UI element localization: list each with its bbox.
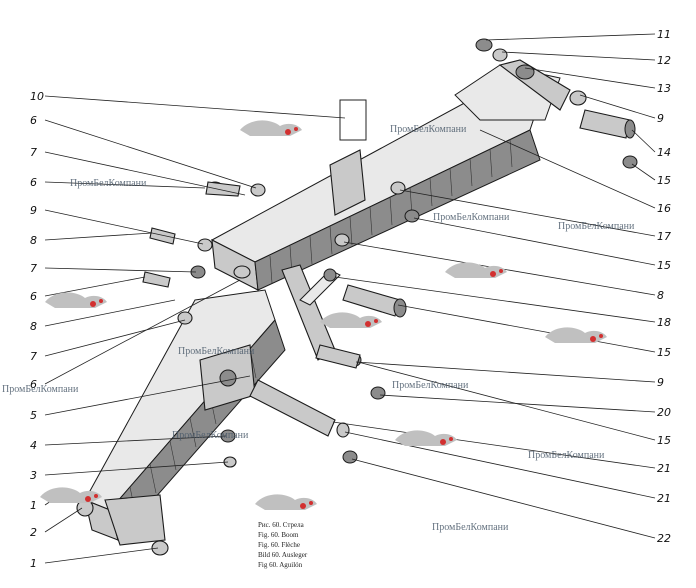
lower-boom-section [84,289,286,546]
callout-label: 7 [30,262,37,275]
callout-label: 4 [30,439,37,452]
callout-label: 16 [657,202,671,215]
callout-label: 12 [657,54,671,67]
callout-label: 9 [657,112,664,125]
caption-line: Fig. 60. Flèche [258,541,300,549]
callout-label: 13 [657,82,671,95]
callout-label: 6 [30,114,37,127]
watermark-logo [445,262,507,278]
leader-lines [44,33,656,564]
watermark-logo [320,312,382,328]
watermark-logo [40,487,102,503]
callout-label: 1 [30,499,37,512]
watermark-texts: ПромБелКомпани ПромБелКомпани ПромБелКом… [2,124,635,533]
callout-label: 15 [657,259,671,272]
watermark-logo [240,120,302,136]
callout-label: 5 [30,409,37,422]
callout-label: 9 [30,204,37,217]
callout-label: 17 [657,230,671,243]
caption-line: Bild 60. Ausleger [258,551,308,559]
watermark-logo [545,327,607,343]
upper-boom-beam [210,59,571,291]
callout-label: 6 [30,290,37,303]
callout-label: 8 [30,234,37,247]
watermark-text: ПромБелКомпани [70,178,147,189]
callout-label: 8 [30,320,37,333]
callout-label: 21 [657,462,671,475]
watermark-text: ПромБелКомпани [558,221,635,232]
callout-label: 22 [657,532,671,545]
watermark-text: ПромБелКомпани [172,430,249,441]
callout-label: 21 [657,492,671,505]
figure-caption: Рис. 60. Стрела Fig. 60. Boom Fig. 60. F… [258,521,308,569]
callout-label: 6 [30,378,37,391]
callout-label: 15 [657,346,671,359]
watermark-text: ПромБелКомпани [433,212,510,223]
caption-line: Fig 60. Aguilón [258,561,303,569]
callout-label: 18 [657,316,671,329]
callouts-left: 10 6 7 6 9 8 7 6 8 7 6 5 4 3 1 2 1 [30,90,44,570]
callout-label: 11 [657,28,671,41]
watermark-logo [395,430,457,446]
callout-label: 9 [657,376,664,389]
watermark-text: ПромБелКомпани [178,346,255,357]
callout-label: 14 [657,146,671,159]
watermark-logo [45,292,107,308]
callout-label: 7 [30,350,37,363]
watermark-text: ПромБелКомпани [432,522,509,533]
callout-label: 7 [30,146,37,159]
watermark-logo [255,494,317,510]
callout-label: 3 [30,469,37,482]
callout-label: 6 [30,176,37,189]
watermark-text: ПромБелКомпани [390,124,467,135]
callouts-right: 11 12 13 9 14 15 16 17 15 8 18 15 9 20 1… [657,28,671,545]
caption-line: Рис. 60. Стрела [258,521,305,529]
watermark-text: ПромБелКомпани [2,384,79,395]
callout-label: 20 [657,406,671,419]
caption-line: Fig. 60. Boom [258,531,299,539]
callout-label: 1 [30,557,37,570]
callout-label: 2 [30,526,37,539]
callout-label: 10 [30,90,44,103]
watermark-text: ПромБелКомпани [528,450,605,461]
watermark-text: ПромБелКомпани [392,380,469,391]
callout-label: 15 [657,174,671,187]
callout-label: 15 [657,434,671,447]
callout-label: 8 [657,289,664,302]
